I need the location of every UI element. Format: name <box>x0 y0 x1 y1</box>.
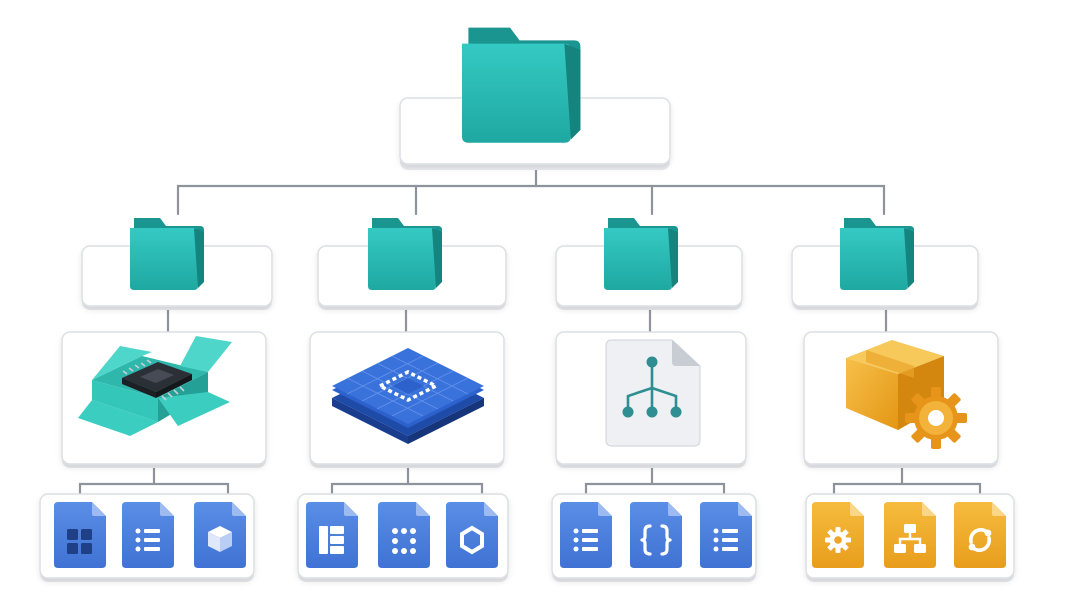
package-gear-icon <box>846 340 967 449</box>
branch-4-folder-node[interactable] <box>791 218 979 310</box>
folder-icon <box>130 218 204 290</box>
dots-document-icon[interactable] <box>378 502 430 568</box>
branch-4-card[interactable] <box>803 331 999 468</box>
root-folder-node[interactable] <box>399 27 671 170</box>
branch-4-file-group <box>805 493 1015 582</box>
blueprint-board-icon <box>332 348 484 444</box>
list-document-icon[interactable] <box>122 502 174 568</box>
folder-icon <box>462 27 581 143</box>
branch-3-folder-node[interactable] <box>555 218 743 310</box>
folder-icon <box>840 218 914 290</box>
code-braces-document-icon[interactable] <box>630 502 682 568</box>
folder-icon <box>368 218 442 290</box>
gear-document-icon[interactable] <box>812 502 864 568</box>
list-document-icon[interactable] <box>560 502 612 568</box>
branch-2-card[interactable] <box>309 331 505 468</box>
branch-3-card[interactable] <box>555 331 747 468</box>
grid-document-icon[interactable] <box>54 502 106 568</box>
cycle-document-icon[interactable] <box>954 502 1006 568</box>
branch-2-folder-node[interactable] <box>317 218 507 310</box>
branch-1-file-group <box>39 493 255 582</box>
tree-document-icon <box>605 339 701 447</box>
branch-3-file-group <box>551 493 757 582</box>
list-document-icon[interactable] <box>700 502 752 568</box>
branch-1-card[interactable] <box>61 331 267 468</box>
hexagon-document-icon[interactable] <box>446 502 498 568</box>
branch-2-file-group <box>297 493 509 582</box>
cube-document-icon[interactable] <box>194 502 246 568</box>
chip-in-box-icon <box>78 336 232 436</box>
blocks-document-icon[interactable] <box>306 502 358 568</box>
branch-1-folder-node[interactable] <box>81 218 273 310</box>
folder-icon <box>604 218 678 290</box>
flow-document-icon[interactable] <box>884 502 936 568</box>
